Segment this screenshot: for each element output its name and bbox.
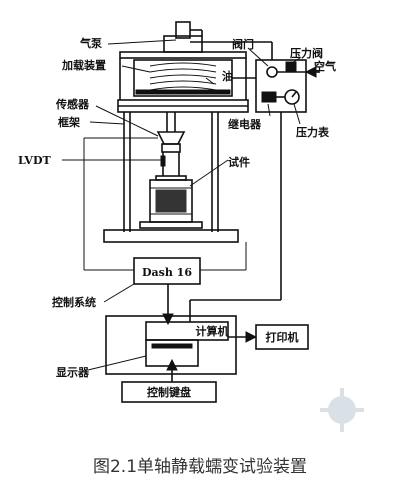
dash16-box — [133, 257, 201, 285]
label-air-pump: 气泵 — [79, 36, 102, 50]
control-system-box — [105, 315, 237, 375]
label-lvdt: LVDT — [18, 154, 52, 167]
dash16-label: Dash 16 — [142, 266, 192, 279]
label-valve: 阀门 — [232, 37, 254, 51]
label-air: 空气 — [314, 59, 336, 73]
label-pressure-valve: 压力阀 — [290, 46, 323, 60]
computer-label: 计算机 — [196, 324, 229, 338]
leader-lines — [87, 39, 301, 371]
loading-frame — [103, 21, 249, 243]
label-loading-device: 加载装置 — [61, 58, 106, 72]
label-control-system: 控制系统 — [52, 295, 96, 309]
keyboard-label: 控制键盘 — [147, 385, 191, 399]
label-specimen: 试件 — [228, 155, 250, 169]
printer-box — [255, 324, 309, 350]
label-pressure-gauge: 压力表 — [296, 125, 330, 139]
label-relay: 继电器 — [228, 117, 262, 131]
label-sensor: 传感器 — [55, 97, 90, 111]
printer-label: 打印机 — [266, 330, 299, 344]
pneumatic-lines — [190, 29, 320, 301]
watermark-logo — [320, 388, 364, 432]
label-oil: 油 — [222, 69, 233, 83]
figure-caption: 图2.1单轴静载蠕变试验装置 — [92, 457, 308, 477]
keyboard-box — [121, 381, 217, 403]
label-display: 显示器 — [56, 366, 90, 379]
label-frame: 框架 — [58, 115, 80, 129]
